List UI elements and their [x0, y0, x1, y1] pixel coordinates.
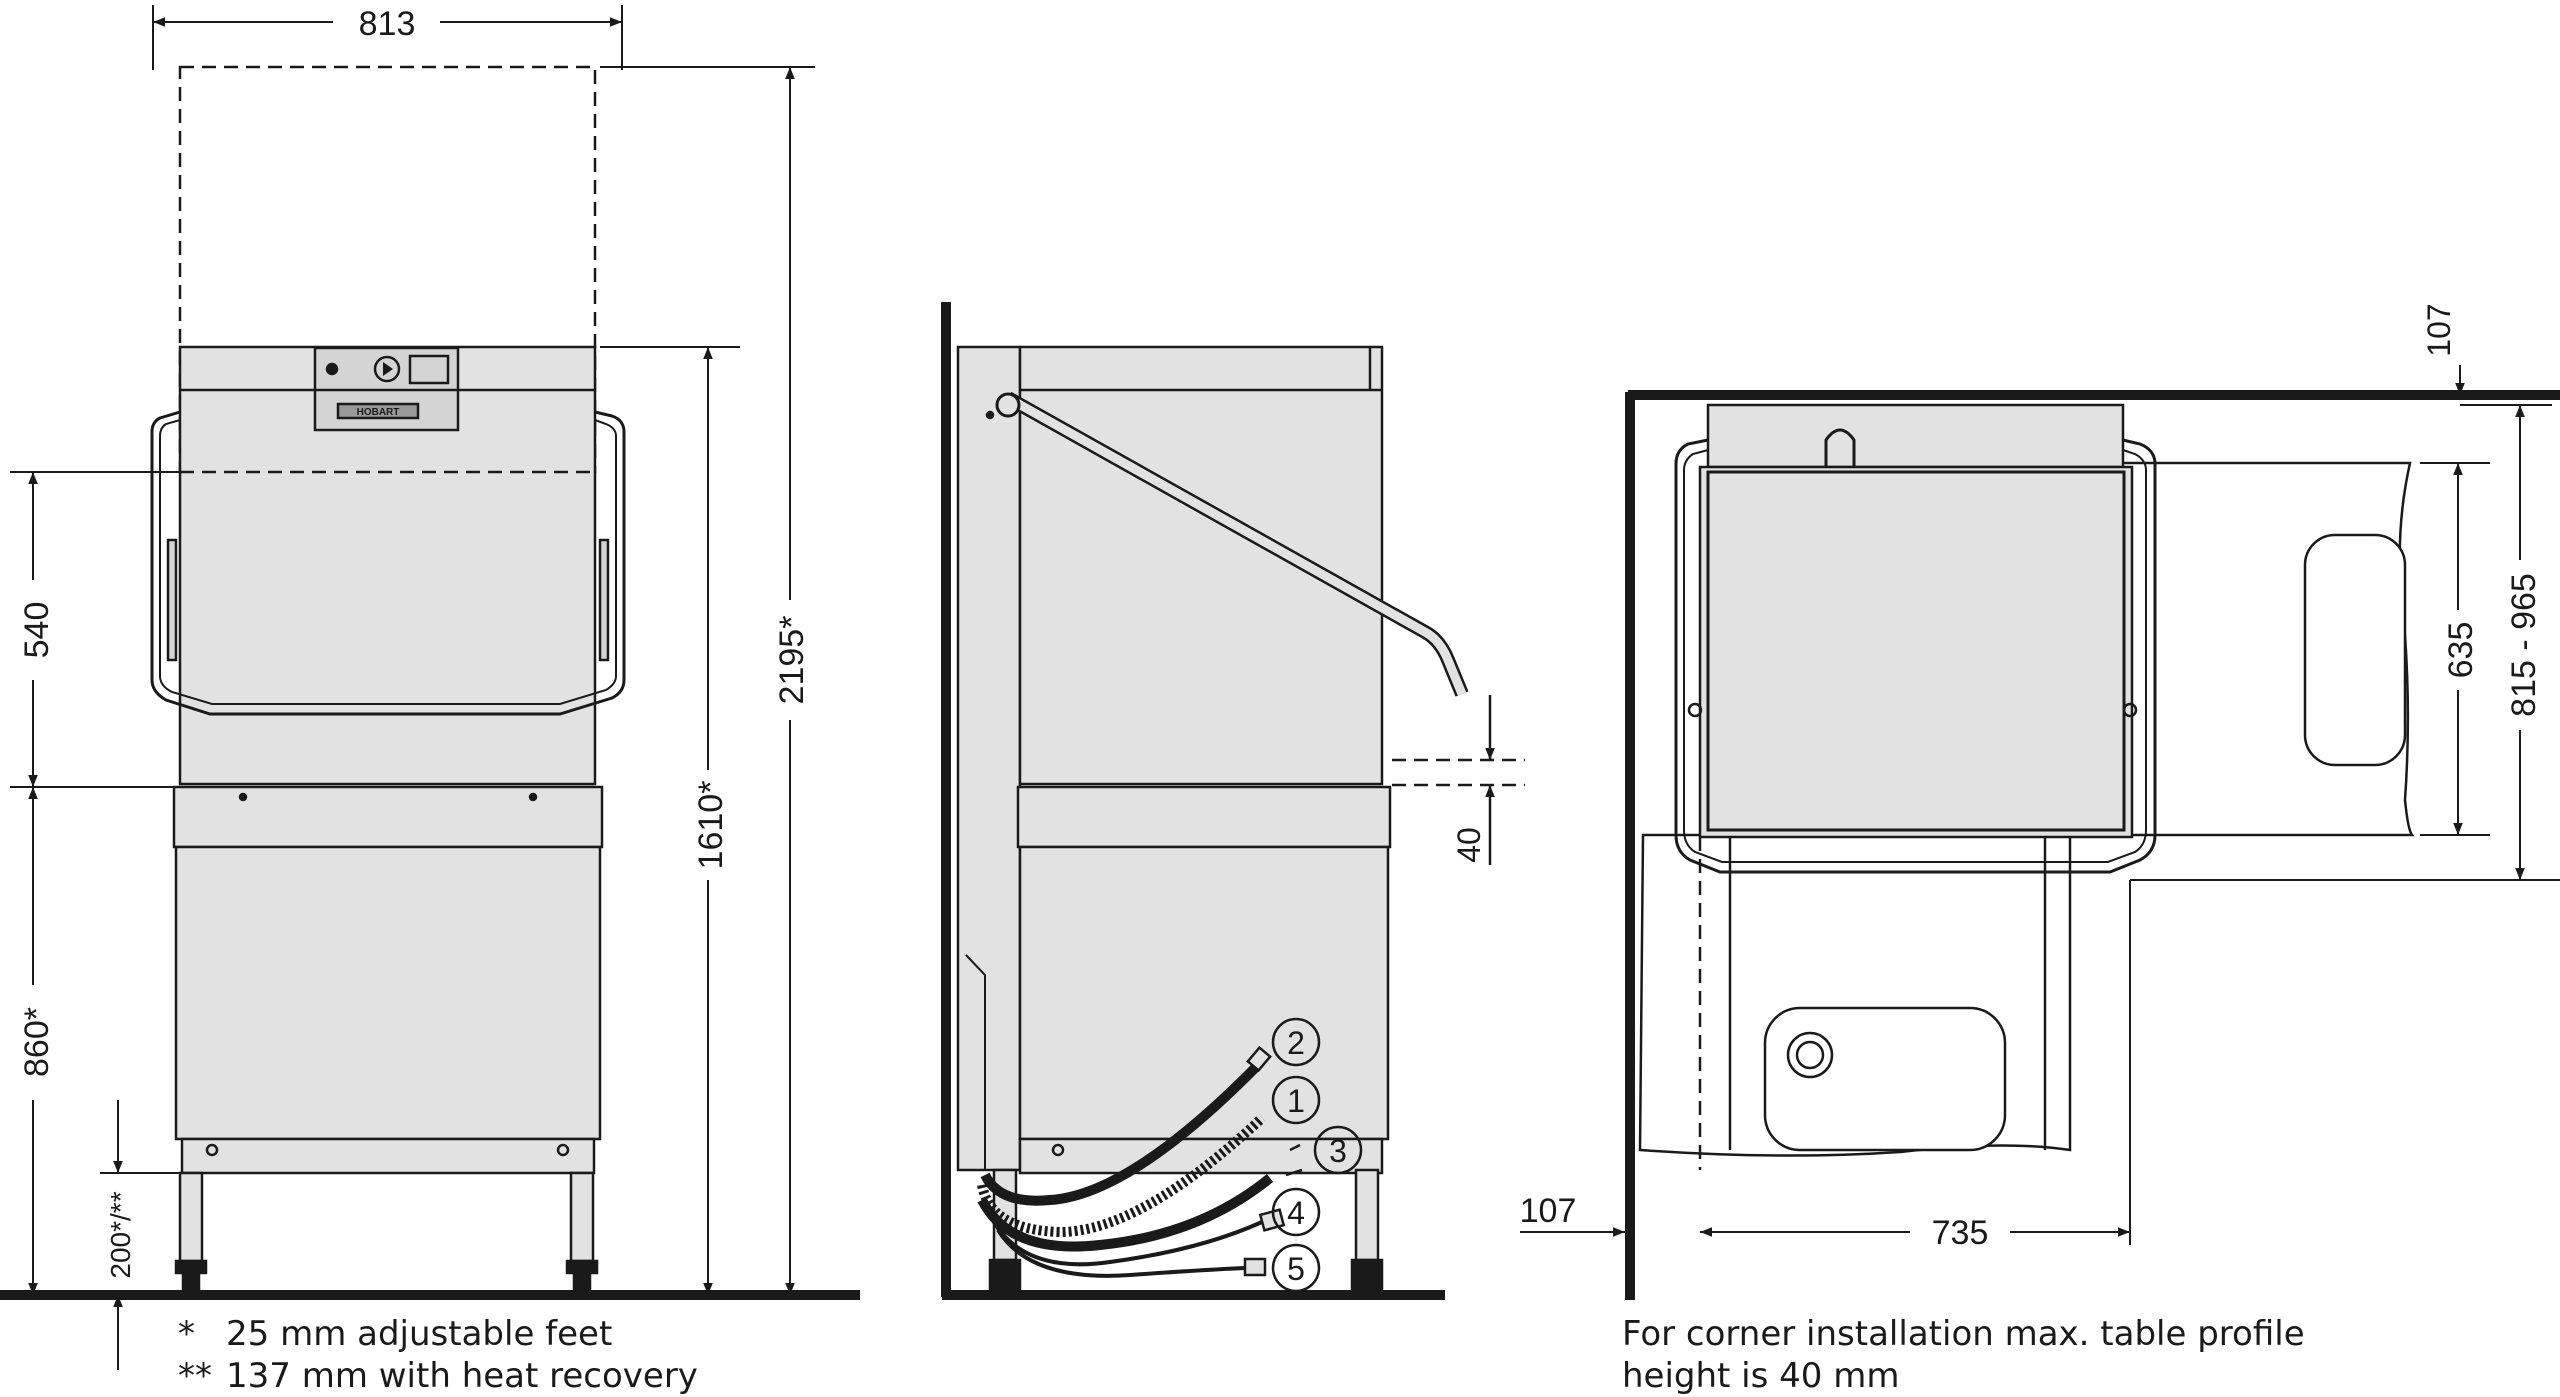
hose-2	[980, 1061, 1262, 1206]
hose-1	[977, 1114, 1266, 1238]
base-frame	[172, 785, 604, 849]
dim-735: 735	[1932, 1214, 1989, 1252]
callout-1-circle	[1271, 1075, 1321, 1125]
dim-860: 860*	[18, 1007, 56, 1077]
callout-1: 1	[1287, 1083, 1305, 1119]
hose-4	[988, 1214, 1263, 1267]
note-corner-line1: For corner installation max. table profi…	[1622, 1314, 2305, 1354]
rear-column	[956, 345, 1022, 1172]
leg-right	[569, 1171, 595, 1263]
dim-width-813: 813	[359, 5, 416, 43]
dim-540: 540	[18, 602, 56, 659]
note-heat-mark: **	[178, 1356, 212, 1396]
note-feet: * 25 mm adjustable feet	[178, 1313, 612, 1355]
lower-cabinet	[174, 845, 602, 1141]
hose-3	[977, 1174, 1274, 1252]
dim-635: 635	[2442, 622, 2480, 679]
note-heat-recovery: ** 137 mm with heat recovery	[178, 1355, 698, 1397]
callout-5: 5	[1287, 1251, 1305, 1287]
brand-label: HOBART	[357, 407, 400, 418]
leg-left	[178, 1171, 204, 1263]
side-view	[941, 302, 1525, 1300]
bottom-sink	[1763, 1006, 2007, 1152]
callout-2-circle	[1271, 1017, 1321, 1067]
note-corner-installation: For corner installation max. table profi…	[1622, 1313, 2305, 1397]
callout-5-circle	[1271, 1243, 1321, 1293]
callout-3-circle	[1313, 1125, 1363, 1175]
dim-107-top: 107	[2421, 303, 2457, 356]
machine-top-rear	[1706, 403, 2125, 469]
dim-815-965: 815 - 965	[2505, 573, 2543, 717]
front-view	[0, 65, 860, 1300]
raised-hood-outline	[178, 65, 597, 474]
dim-107-left: 107	[1520, 1192, 1577, 1230]
dim-1610: 1610*	[692, 781, 730, 870]
dim-200: 200*/**	[105, 1191, 136, 1278]
callout-4: 4	[1287, 1195, 1305, 1231]
note-corner-line2: height is 40 mm	[1622, 1356, 1900, 1396]
drain-icon	[1786, 1031, 1834, 1079]
note-feet-mark: *	[178, 1314, 195, 1354]
note-feet-text: 25 mm adjustable feet	[226, 1314, 613, 1354]
handle-pivot-icon	[995, 392, 1021, 418]
right-sink	[2303, 533, 2407, 767]
top-view-dimensions	[1520, 365, 2560, 1245]
callout-2: 2	[1287, 1025, 1305, 1061]
brand-plate	[336, 402, 420, 420]
note-heat-text: 137 mm with heat recovery	[226, 1356, 698, 1396]
dim-40: 40	[1451, 827, 1487, 863]
play-button-icon	[373, 355, 401, 383]
callout-4-circle	[1271, 1187, 1321, 1237]
hose-5	[996, 1228, 1246, 1278]
front-view-dimensions	[10, 5, 815, 1370]
top-view	[1625, 390, 2560, 1300]
callout-3: 3	[1329, 1133, 1347, 1169]
dim-2195: 2195*	[773, 616, 811, 705]
side-hood	[1018, 345, 1384, 786]
